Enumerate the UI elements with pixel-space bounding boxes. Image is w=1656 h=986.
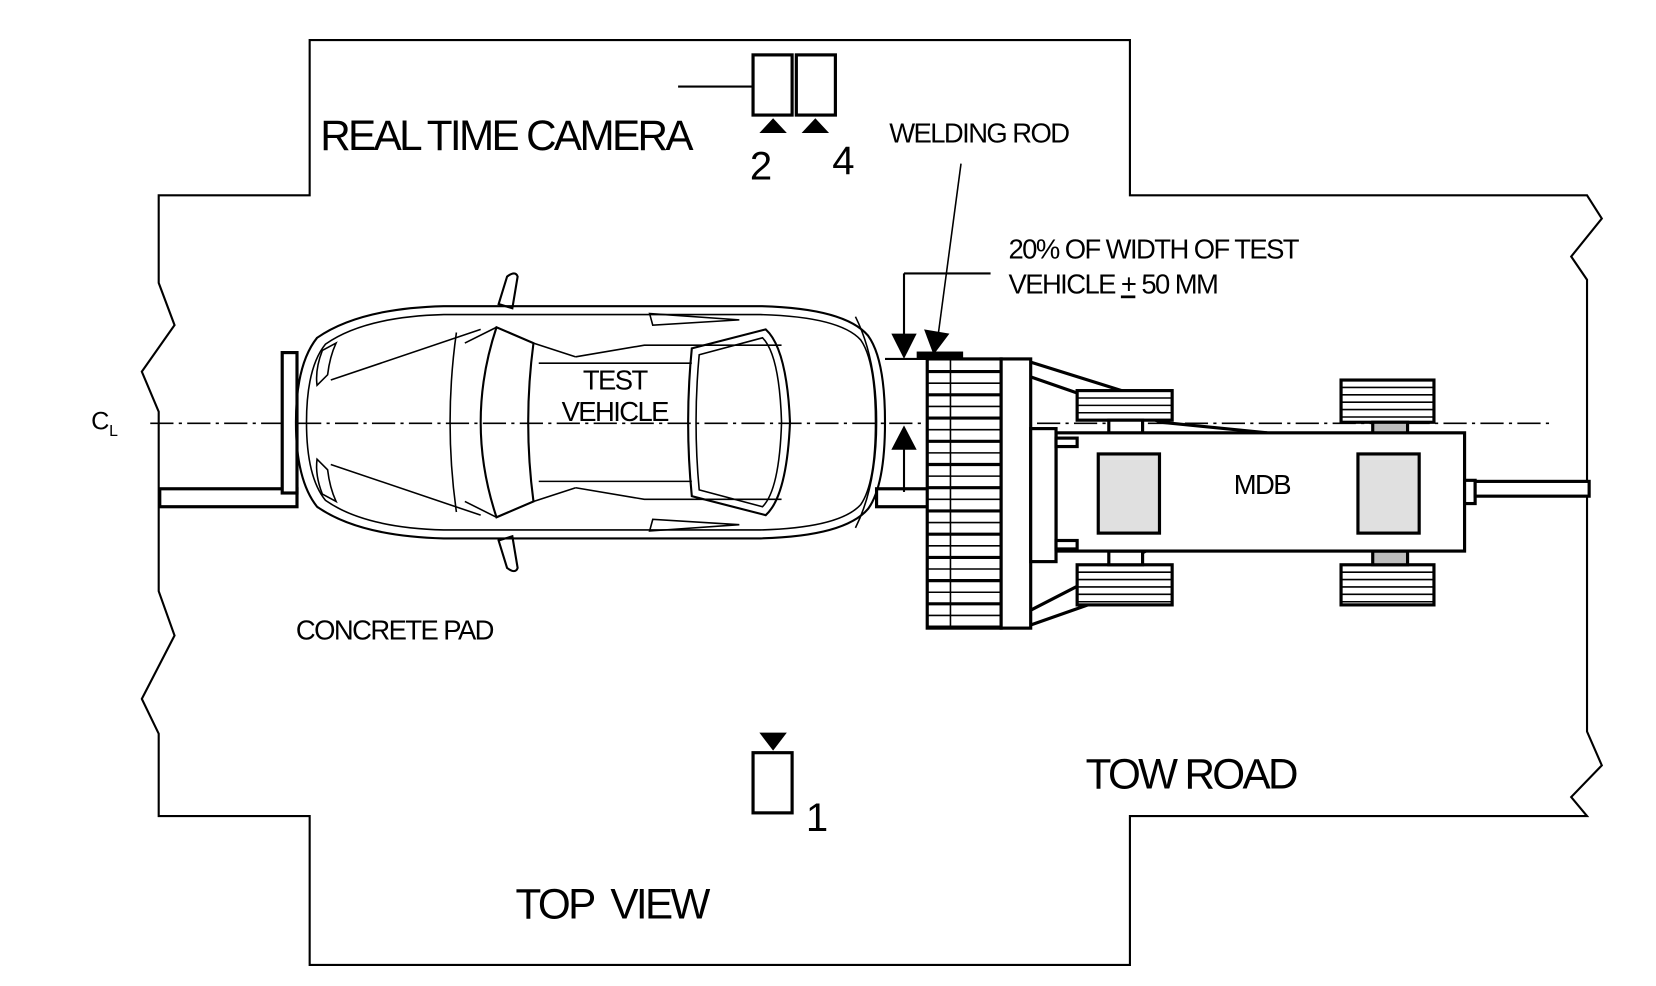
- camera-2-direction-icon: [759, 118, 787, 134]
- tow-bracket-front: [280, 351, 299, 495]
- tow-rod-left: [158, 487, 299, 509]
- test-vehicle-label-line1: TEST: [583, 365, 649, 396]
- test-vehicle-label-line2: VEHICLE: [562, 396, 670, 427]
- camera-1-direction-icon: [759, 732, 787, 751]
- welding-rod-label: WELDING ROD: [889, 118, 1069, 149]
- rear-window: [687, 328, 792, 517]
- camera-4: [794, 53, 837, 117]
- centerline-label-l: L: [109, 423, 118, 440]
- concrete-pad-label: CONCRETE PAD: [296, 615, 494, 646]
- camera-2: [751, 53, 794, 117]
- welding-rod: WELDING ROD: [889, 118, 1071, 359]
- dimension-label-line1: 20% OF WIDTH OF TEST: [1009, 234, 1300, 265]
- camera-4-label: 4: [832, 139, 854, 183]
- mirror-right: [497, 534, 519, 573]
- dimension-label-line2: VEHICLE + 50 MM: [1009, 268, 1218, 299]
- camera-1-label: 1: [806, 796, 828, 840]
- camera-1: [751, 751, 794, 815]
- camera-2-label: 2: [750, 144, 772, 188]
- vehicle-body-inner: [305, 313, 877, 531]
- vehicle-body-outer: [294, 305, 887, 540]
- mdb-trolley: MDB: [1029, 360, 1591, 627]
- tow-road-label: TOW ROAD: [1086, 751, 1297, 798]
- diagram-title: TOP VIEW: [516, 880, 711, 927]
- plus-minus-symbol: +: [1121, 268, 1136, 299]
- mdb-ballast-rear: [1356, 452, 1421, 535]
- mdb-barrier-face: [925, 357, 1033, 630]
- facility-outline: [140, 39, 1604, 966]
- mdb-ballast-front: [1096, 452, 1162, 535]
- camera-group-top: 2 4 REAL TIME CAMERA: [320, 53, 855, 188]
- mirror-left: [497, 272, 519, 310]
- centerline-label-c: C: [91, 408, 109, 436]
- mdb-label: MDB: [1234, 469, 1291, 500]
- real-time-camera-label: REAL TIME CAMERA: [320, 112, 694, 159]
- test-vehicle: TEST VEHICLE: [294, 272, 887, 573]
- tow-rod-right: [1473, 479, 1591, 498]
- camera-4-direction-icon: [801, 118, 830, 134]
- windshield: [479, 325, 535, 519]
- camera-group-bottom: 1: [751, 732, 828, 840]
